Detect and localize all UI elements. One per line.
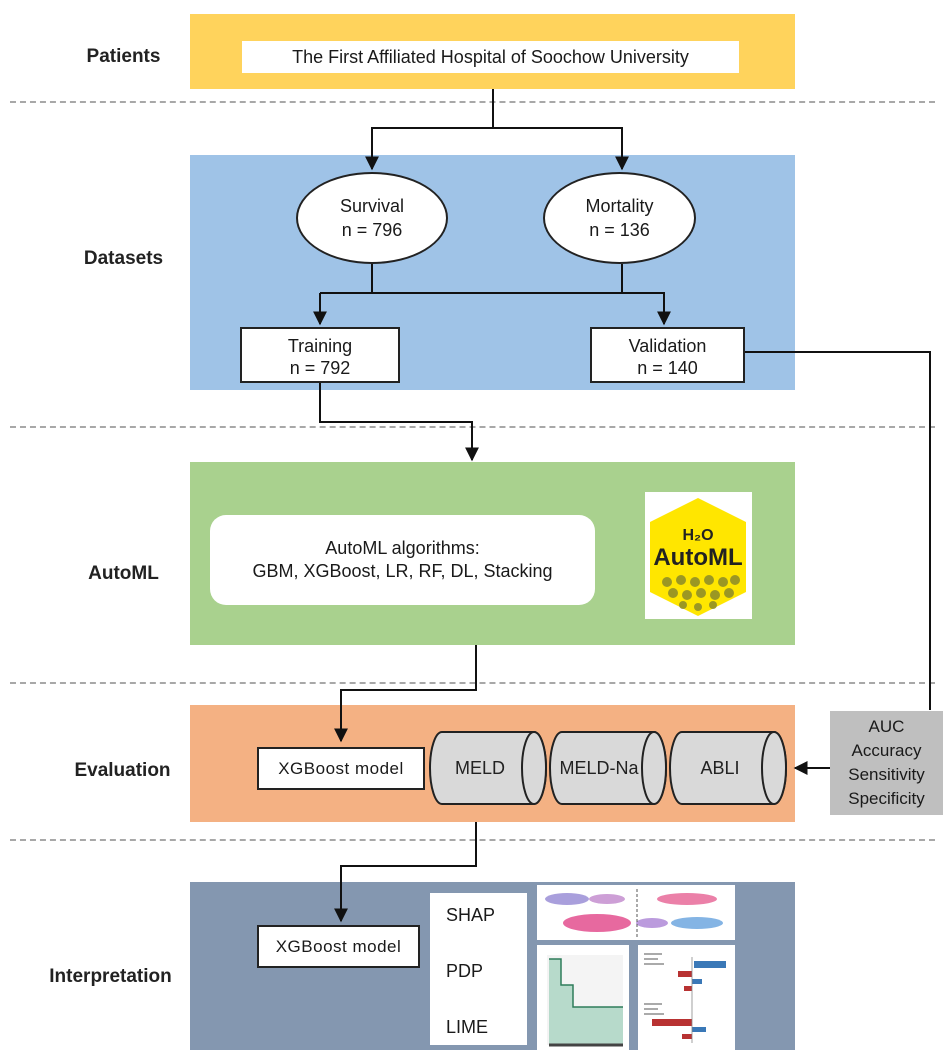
score-meld: MELD bbox=[454, 758, 505, 778]
stage-label-evaluation: Evaluation bbox=[74, 760, 171, 781]
separator-1 bbox=[10, 101, 935, 103]
metrics-box: AUC Accuracy Sensitivity Specificity bbox=[830, 711, 943, 815]
survival-count: n = 796 bbox=[341, 220, 403, 240]
interpretation-model-box: XGBoost model bbox=[257, 925, 420, 968]
interpretation-methods-box: SHAP PDP LIME bbox=[430, 893, 527, 1045]
metric-accuracy: Accuracy bbox=[851, 741, 922, 760]
stage-label-automl: AutoML bbox=[88, 563, 159, 584]
mortality-node: Mortality n = 136 bbox=[543, 172, 696, 264]
score-cylinders bbox=[429, 731, 787, 805]
h2o-automl-logo: H₂O AutoML bbox=[645, 492, 752, 619]
separator-4 bbox=[10, 839, 935, 841]
validation-count: n = 140 bbox=[637, 358, 698, 378]
metric-specificity: Specificity bbox=[848, 789, 925, 808]
separator-3 bbox=[10, 682, 935, 684]
method-pdp: PDP bbox=[446, 961, 484, 981]
shap-beeswarm-graphic bbox=[545, 889, 723, 937]
mortality-count: n = 136 bbox=[589, 220, 650, 240]
method-lime: LIME bbox=[446, 1017, 489, 1037]
training-count: n = 792 bbox=[289, 358, 351, 378]
automl-algorithms: GBM, XGBoost, LR, RF, DL, Stacking bbox=[252, 561, 553, 581]
mortality-label: Mortality bbox=[585, 196, 654, 216]
metric-auc: AUC bbox=[868, 717, 905, 736]
arrow-training-automl bbox=[319, 382, 479, 462]
lime-graphic bbox=[644, 953, 726, 1043]
hospital-label: The First Affiliated Hospital of Soochow… bbox=[242, 41, 739, 73]
method-shap: SHAP bbox=[446, 905, 496, 925]
logo-h2o-text: H₂O bbox=[682, 527, 713, 544]
validation-label: Validation bbox=[628, 336, 707, 356]
evaluation-model-box: XGBoost model bbox=[257, 747, 425, 790]
training-label: Training bbox=[287, 336, 353, 356]
separator-2 bbox=[10, 426, 935, 428]
h2o-automl-logo-graphic: H₂O AutoML bbox=[650, 498, 746, 616]
stage-label-patients: Patients bbox=[86, 46, 161, 67]
score-meld-na: MELD-Na bbox=[559, 758, 639, 778]
score-abli: ABLI bbox=[700, 758, 740, 778]
automl-algorithms-box: AutoML algorithms: GBM, XGBoost, LR, RF,… bbox=[210, 515, 595, 605]
shap-plot-thumbnail bbox=[537, 885, 735, 940]
survival-node: Survival n = 796 bbox=[296, 172, 448, 264]
pdp-plot-thumbnail bbox=[537, 945, 629, 1050]
lime-plot-thumbnail bbox=[638, 945, 735, 1050]
stage-label-interpretation: Interpretation bbox=[49, 966, 172, 987]
pdp-graphic bbox=[547, 955, 623, 1047]
automl-title: AutoML algorithms: bbox=[325, 538, 480, 558]
training-box: Training n = 792 bbox=[240, 327, 400, 383]
metric-sensitivity: Sensitivity bbox=[848, 765, 925, 784]
validation-box: Validation n = 140 bbox=[590, 327, 745, 383]
patients-panel: The First Affiliated Hospital of Soochow… bbox=[190, 14, 795, 89]
logo-automl-text: AutoML bbox=[653, 544, 742, 571]
stage-label-datasets: Datasets bbox=[83, 248, 164, 269]
survival-label: Survival bbox=[339, 196, 405, 216]
